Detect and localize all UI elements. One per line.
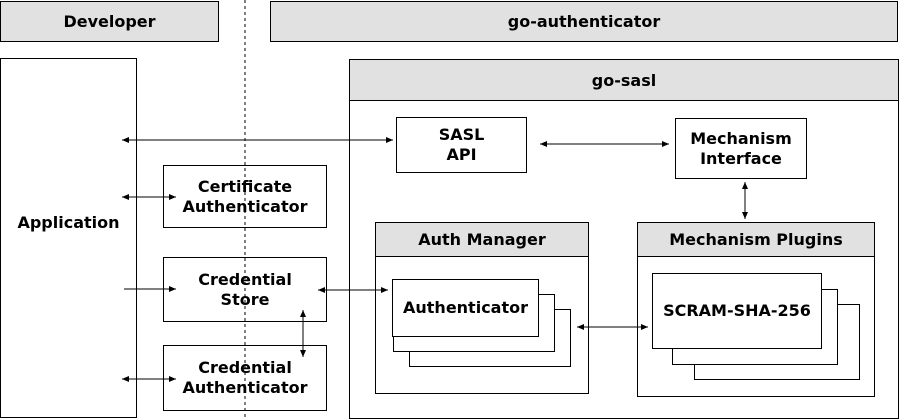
go-authenticator-header: go-authenticator (270, 1, 898, 42)
auth-manager-header: Auth Manager (375, 222, 589, 257)
certificate-authenticator-box: Certificate Authenticator (163, 165, 327, 228)
sasl-api-box: SASL API (396, 117, 527, 173)
mechanism-plugins-header: Mechanism Plugins (637, 222, 875, 257)
auth-manager-label: Auth Manager (418, 230, 546, 249)
scram-sha-256-box: SCRAM-SHA-256 (652, 273, 822, 349)
go-sasl-header: go-sasl (349, 59, 899, 101)
developer-header-label: Developer (63, 12, 156, 31)
go-sasl-header-label: go-sasl (591, 70, 657, 90)
developer-header: Developer (0, 1, 219, 42)
go-authenticator-header-label: go-authenticator (507, 12, 661, 31)
application-box (0, 58, 137, 418)
mechanism-interface-box: Mechanism Interface (675, 118, 807, 179)
authenticator-box: Authenticator (392, 279, 539, 337)
application-label: Application (17, 213, 120, 232)
mechanism-plugins-label: Mechanism Plugins (669, 230, 843, 249)
